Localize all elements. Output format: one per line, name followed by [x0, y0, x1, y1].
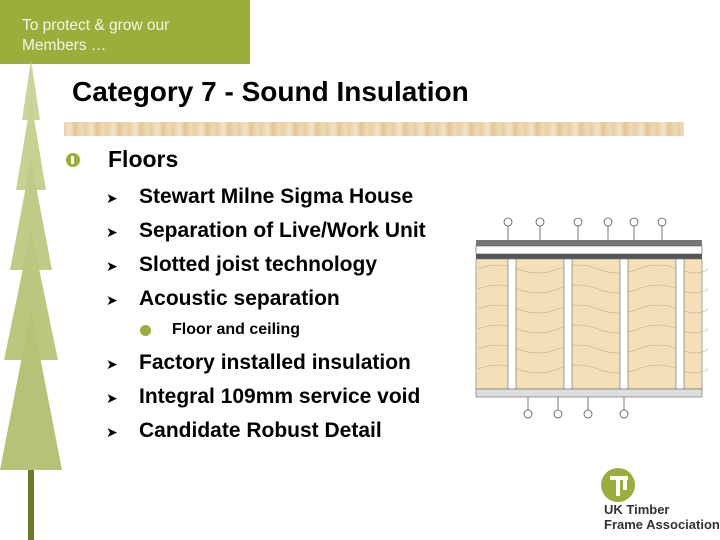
tree-illustration — [0, 60, 62, 540]
logo-line-1: UK Timber — [604, 502, 670, 517]
arrow-bullet-icon: ➤ — [106, 224, 118, 240]
tagline: To protect & grow our Members … — [22, 17, 170, 54]
logo-bullet-icon — [66, 153, 80, 167]
sub-bullet-item: Floor and ceiling — [172, 321, 301, 338]
tagline-box: To protect & grow our Members … — [0, 0, 250, 64]
wood-strip — [64, 122, 684, 136]
sub-bullet-icon — [140, 325, 151, 336]
arrow-bullet-icon: ➤ — [106, 390, 118, 406]
bullet-item: Slotted joist technology — [139, 253, 378, 276]
bullet-item: Factory installed insulation — [139, 351, 411, 374]
arrow-bullet-icon: ➤ — [106, 424, 118, 440]
bullet-item: Integral 109mm service void — [139, 385, 421, 408]
floor-section-drawing — [475, 217, 708, 419]
bullet-item: Separation of Live/Work Unit — [139, 219, 426, 242]
arrow-bullet-icon: ➤ — [106, 258, 118, 274]
arrow-bullet-icon: ➤ — [106, 356, 118, 372]
logo-line-2: Frame Association — [604, 517, 720, 532]
arrow-bullet-icon: ➤ — [106, 190, 118, 206]
bullet-item: Candidate Robust Detail — [139, 419, 382, 442]
arrow-bullet-icon: ➤ — [106, 292, 118, 308]
bullet-item: Stewart Milne Sigma House — [139, 185, 414, 208]
bullet-item: Acoustic separation — [139, 287, 340, 310]
section-heading: Floors — [108, 146, 179, 172]
uk-timber-logo-icon — [601, 468, 635, 502]
slide-title: Category 7 - Sound Insulation — [72, 76, 469, 107]
